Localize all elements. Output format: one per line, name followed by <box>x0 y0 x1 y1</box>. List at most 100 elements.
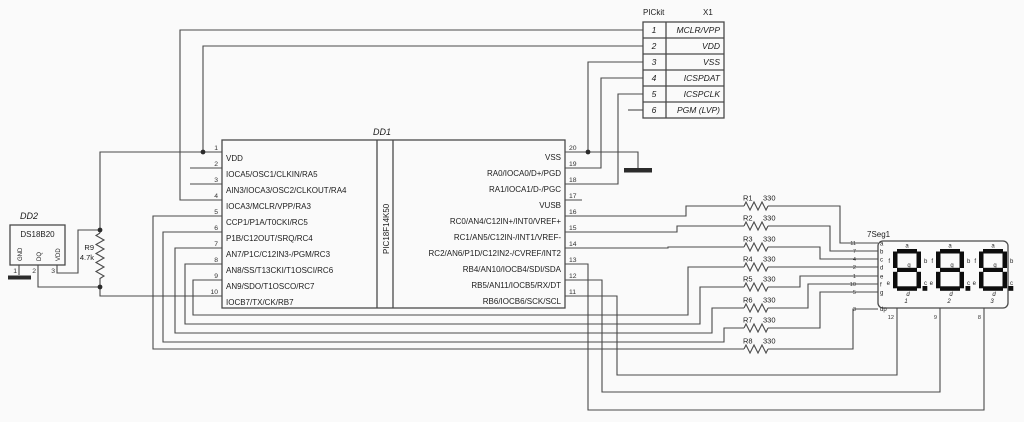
mcu-pin-label: RA1/IOCA1/D-/PGC <box>489 185 561 194</box>
wire-pin13-com8 <box>565 263 985 411</box>
wire-r1-sega <box>768 205 878 244</box>
sensor-pin-num: 2 <box>32 268 36 275</box>
wire-pin15-r2 <box>565 225 744 233</box>
resistor-zigzag <box>743 261 769 273</box>
programmer-title: PICkit <box>643 8 665 17</box>
pullup-value: 4.7k <box>80 253 94 262</box>
resistor-zigzag <box>743 281 769 293</box>
mcu-pin-num: 10 <box>210 289 218 296</box>
resistor-value: 330 <box>763 275 776 284</box>
display-pin-num: 3 <box>853 307 856 313</box>
resistor-designator: R4 <box>743 255 753 264</box>
mcu-pin-num: 16 <box>569 209 577 216</box>
sensor-pin-label: GND <box>18 247 24 261</box>
resistor-designator: R2 <box>743 214 753 223</box>
display-pin-num: 1 <box>853 274 856 280</box>
display-pin-num: 11 <box>850 241 856 247</box>
mcu-pin-label: AN9/SDO/T1OSCO/RC7 <box>226 282 315 291</box>
mcu-pin-label: RB6/IOCB6/SCK/SCL <box>483 297 562 306</box>
programmer-designator: X1 <box>703 8 713 17</box>
display-pin-seg: e <box>880 275 884 281</box>
programmer-pin-label: VDD <box>702 41 720 51</box>
resistor-value: 330 <box>763 255 776 264</box>
display-common-num: 9 <box>934 315 937 321</box>
wire-pin9-bus <box>192 266 744 316</box>
wire-sensor-vdd <box>56 229 100 274</box>
display-pin-seg: b <box>880 250 884 256</box>
mcu-pin-label: VDD <box>226 154 243 163</box>
segment-letter-e: e <box>973 281 977 287</box>
programmer-pin-label: ICSPCLK <box>684 89 721 99</box>
resistor-designator: R8 <box>743 337 753 346</box>
sensor-designator: DD2 <box>20 211 38 221</box>
mcu-pin-label: IOCA5/OSC1/CLKIN/RA5 <box>226 170 318 179</box>
display-pin-num: 4 <box>853 257 856 263</box>
wire-r6-segf <box>768 283 878 309</box>
resistor-designator: R3 <box>743 235 753 244</box>
wire-icspdat <box>565 77 643 169</box>
segment-letter-g: g <box>907 263 910 269</box>
wire-dq-to-rb7 <box>99 287 222 297</box>
junction-dot <box>97 284 103 290</box>
segment-letter-a: a <box>991 244 995 250</box>
mcu-designator: DD1 <box>373 127 391 137</box>
wire-vdd-rail <box>202 45 643 152</box>
resistor-zigzag <box>743 241 769 253</box>
programmer-pin-num: 2 <box>651 41 657 51</box>
mcu-pin-num: 2 <box>214 161 218 168</box>
wire-pin1-vdd <box>99 151 222 233</box>
mcu-pin-label: RB5/AN11/IOCB5/RX/DT <box>471 281 561 290</box>
sensor-part-number: DS18B20 <box>20 230 55 239</box>
wire-sensor-dq <box>37 265 100 288</box>
display-pin-num: 7 <box>853 249 856 255</box>
sensor-pin-label: DQ <box>37 252 43 261</box>
wire-pin8-bus <box>184 263 744 325</box>
junction-dot <box>97 227 103 233</box>
segment-letter-g: g <box>993 263 996 269</box>
wire-r2-segb <box>768 225 878 252</box>
mcu-pin-num: 20 <box>569 145 577 152</box>
wire-r7-segg <box>768 291 878 329</box>
display-pin-seg: g <box>880 291 883 297</box>
mcu-pin-num: 6 <box>214 225 218 232</box>
mcu-pin-num: 17 <box>569 193 577 200</box>
digit-number: 1 <box>904 299 907 305</box>
wire-mclr-rail <box>179 29 643 201</box>
mcu-pin-label: AN8/SS/T13CKI/T1OSCI/RC6 <box>226 266 334 275</box>
wire-hdr-vss-drop <box>587 61 643 152</box>
mcu-pin-num: 7 <box>214 241 218 248</box>
mcu-pin-num: 1 <box>214 145 218 152</box>
ground-symbol <box>8 275 31 280</box>
temperature-sensor: DD2 DS18B20 GND DQ VDD 1 2 3 <box>9 211 66 275</box>
wire-pin5-bus <box>152 215 744 350</box>
resistor-value: 330 <box>763 316 776 325</box>
mcu-pin-num: 11 <box>569 289 576 296</box>
mcu-pin-label: RC1/AN5/C12IN-/INT1/VREF- <box>454 233 561 242</box>
mcu-pin-label: RB4/AN10/IOCB4/SDI/SDA <box>463 265 562 274</box>
segment-resistors: R1 330 R2 330 R3 330 R4 330 R5 330 R6 33… <box>743 194 776 355</box>
mcu-pin-num: 14 <box>569 241 577 248</box>
wire-r5-sege <box>768 275 878 288</box>
resistor-zigzag <box>94 232 106 279</box>
programmer-pin-num: 1 <box>652 25 657 35</box>
programmer-pin-label: VSS <box>703 57 720 67</box>
resistor-zigzag <box>743 220 769 232</box>
segment-letter-c: c <box>967 281 970 287</box>
resistor-designator: R1 <box>743 194 753 203</box>
programmer-pin-label: ICSPDAT <box>684 73 721 83</box>
display-pin-num: 2 <box>853 265 856 271</box>
segment-letter-a: a <box>905 244 909 250</box>
display-pin-seg: f <box>880 283 882 289</box>
segment-letter-b: b <box>967 259 971 265</box>
wire-r8-dp <box>768 308 878 350</box>
programmer-pin-num: 3 <box>652 57 657 67</box>
programmer-pin-num: 4 <box>652 73 657 83</box>
segment-letter-d: d <box>992 292 996 298</box>
mcu-pin-label: IOCB7/TX/CK/RB7 <box>226 298 294 307</box>
seven-segment-display: 7Seg1 11 7 4 2 1 10 5 3 a b c d e f g dp… <box>850 230 1014 321</box>
mcu-pin-num: 13 <box>569 257 577 264</box>
display-pin-seg: c <box>880 258 883 264</box>
mcu-symbol: DD1 PIC18F14K50 1 2 3 4 5 6 7 8 9 10 VDD… <box>210 127 577 309</box>
